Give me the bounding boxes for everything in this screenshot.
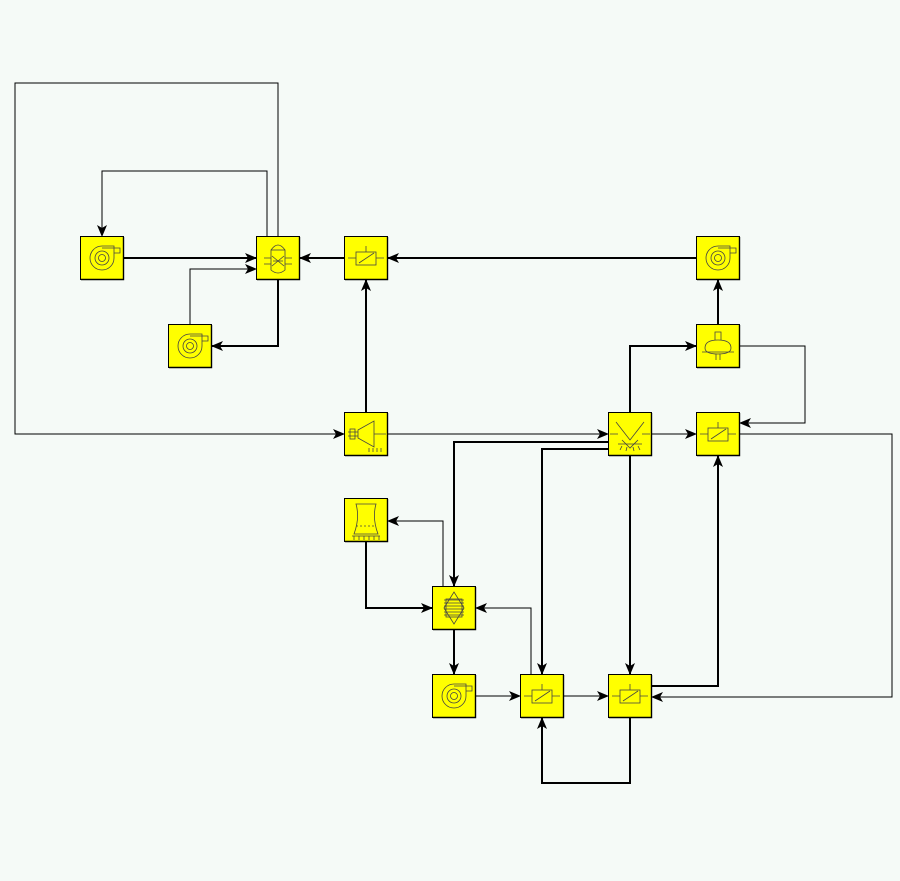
valve-icon bbox=[612, 684, 648, 704]
connection-reactor-to-pump-1 bbox=[97, 170, 268, 237]
node-pump-3[interactable] bbox=[168, 324, 213, 369]
node-cooling-tower[interactable] bbox=[344, 498, 389, 543]
valve-icon bbox=[700, 422, 736, 442]
connection-condenser-to-cooling-tower bbox=[387, 516, 444, 586]
connection-valve-4-to-valve-3 bbox=[537, 717, 631, 784]
connection-splitter-to-condenser bbox=[449, 441, 608, 587]
heat-exchanger-icon bbox=[443, 591, 465, 625]
connection-splitter-to-separator bbox=[629, 341, 697, 412]
connection-valve-4-to-valve-2 bbox=[651, 433, 893, 702]
node-pump-2[interactable] bbox=[696, 236, 741, 281]
node-valve-2[interactable] bbox=[696, 412, 741, 457]
reactor-icon bbox=[264, 244, 292, 274]
connection-lines bbox=[14, 82, 893, 784]
connection-reactor-to-pump-3 bbox=[211, 280, 279, 351]
connection-reactor-to-turbine bbox=[14, 82, 345, 439]
connection-pump-3-to-reactor bbox=[189, 264, 257, 324]
connection-valve-3-to-condenser bbox=[475, 603, 532, 674]
node-separator[interactable] bbox=[696, 324, 741, 369]
node-reactor[interactable] bbox=[256, 236, 301, 281]
connection-splitter-to-valve-3 bbox=[537, 448, 608, 675]
node-valve-3[interactable] bbox=[520, 674, 565, 719]
valve-icon bbox=[524, 684, 560, 704]
node-valve-4[interactable] bbox=[608, 674, 653, 719]
node-valve-1[interactable] bbox=[344, 236, 389, 281]
pump-icon bbox=[705, 245, 737, 271]
valve-icon bbox=[348, 246, 384, 266]
connection-cooling-tower-to-condenser bbox=[365, 542, 433, 613]
node-pump-4[interactable] bbox=[432, 674, 477, 719]
separator-icon bbox=[702, 331, 734, 360]
turbine-icon bbox=[348, 420, 386, 452]
cooling-tower-icon bbox=[352, 503, 380, 540]
pump-icon bbox=[441, 683, 473, 709]
pump-icon bbox=[177, 333, 209, 359]
connection-valve-2-to-valve-4 bbox=[652, 455, 723, 687]
node-turbine[interactable] bbox=[344, 412, 389, 457]
node-pump-1[interactable] bbox=[80, 236, 125, 281]
connection-separator-to-valve-2 bbox=[739, 345, 806, 428]
node-condenser[interactable] bbox=[432, 586, 477, 631]
pump-icon bbox=[89, 245, 121, 271]
node-splitter[interactable] bbox=[608, 412, 653, 457]
splitter-icon bbox=[610, 421, 650, 452]
equipment-nodes bbox=[80, 236, 741, 719]
